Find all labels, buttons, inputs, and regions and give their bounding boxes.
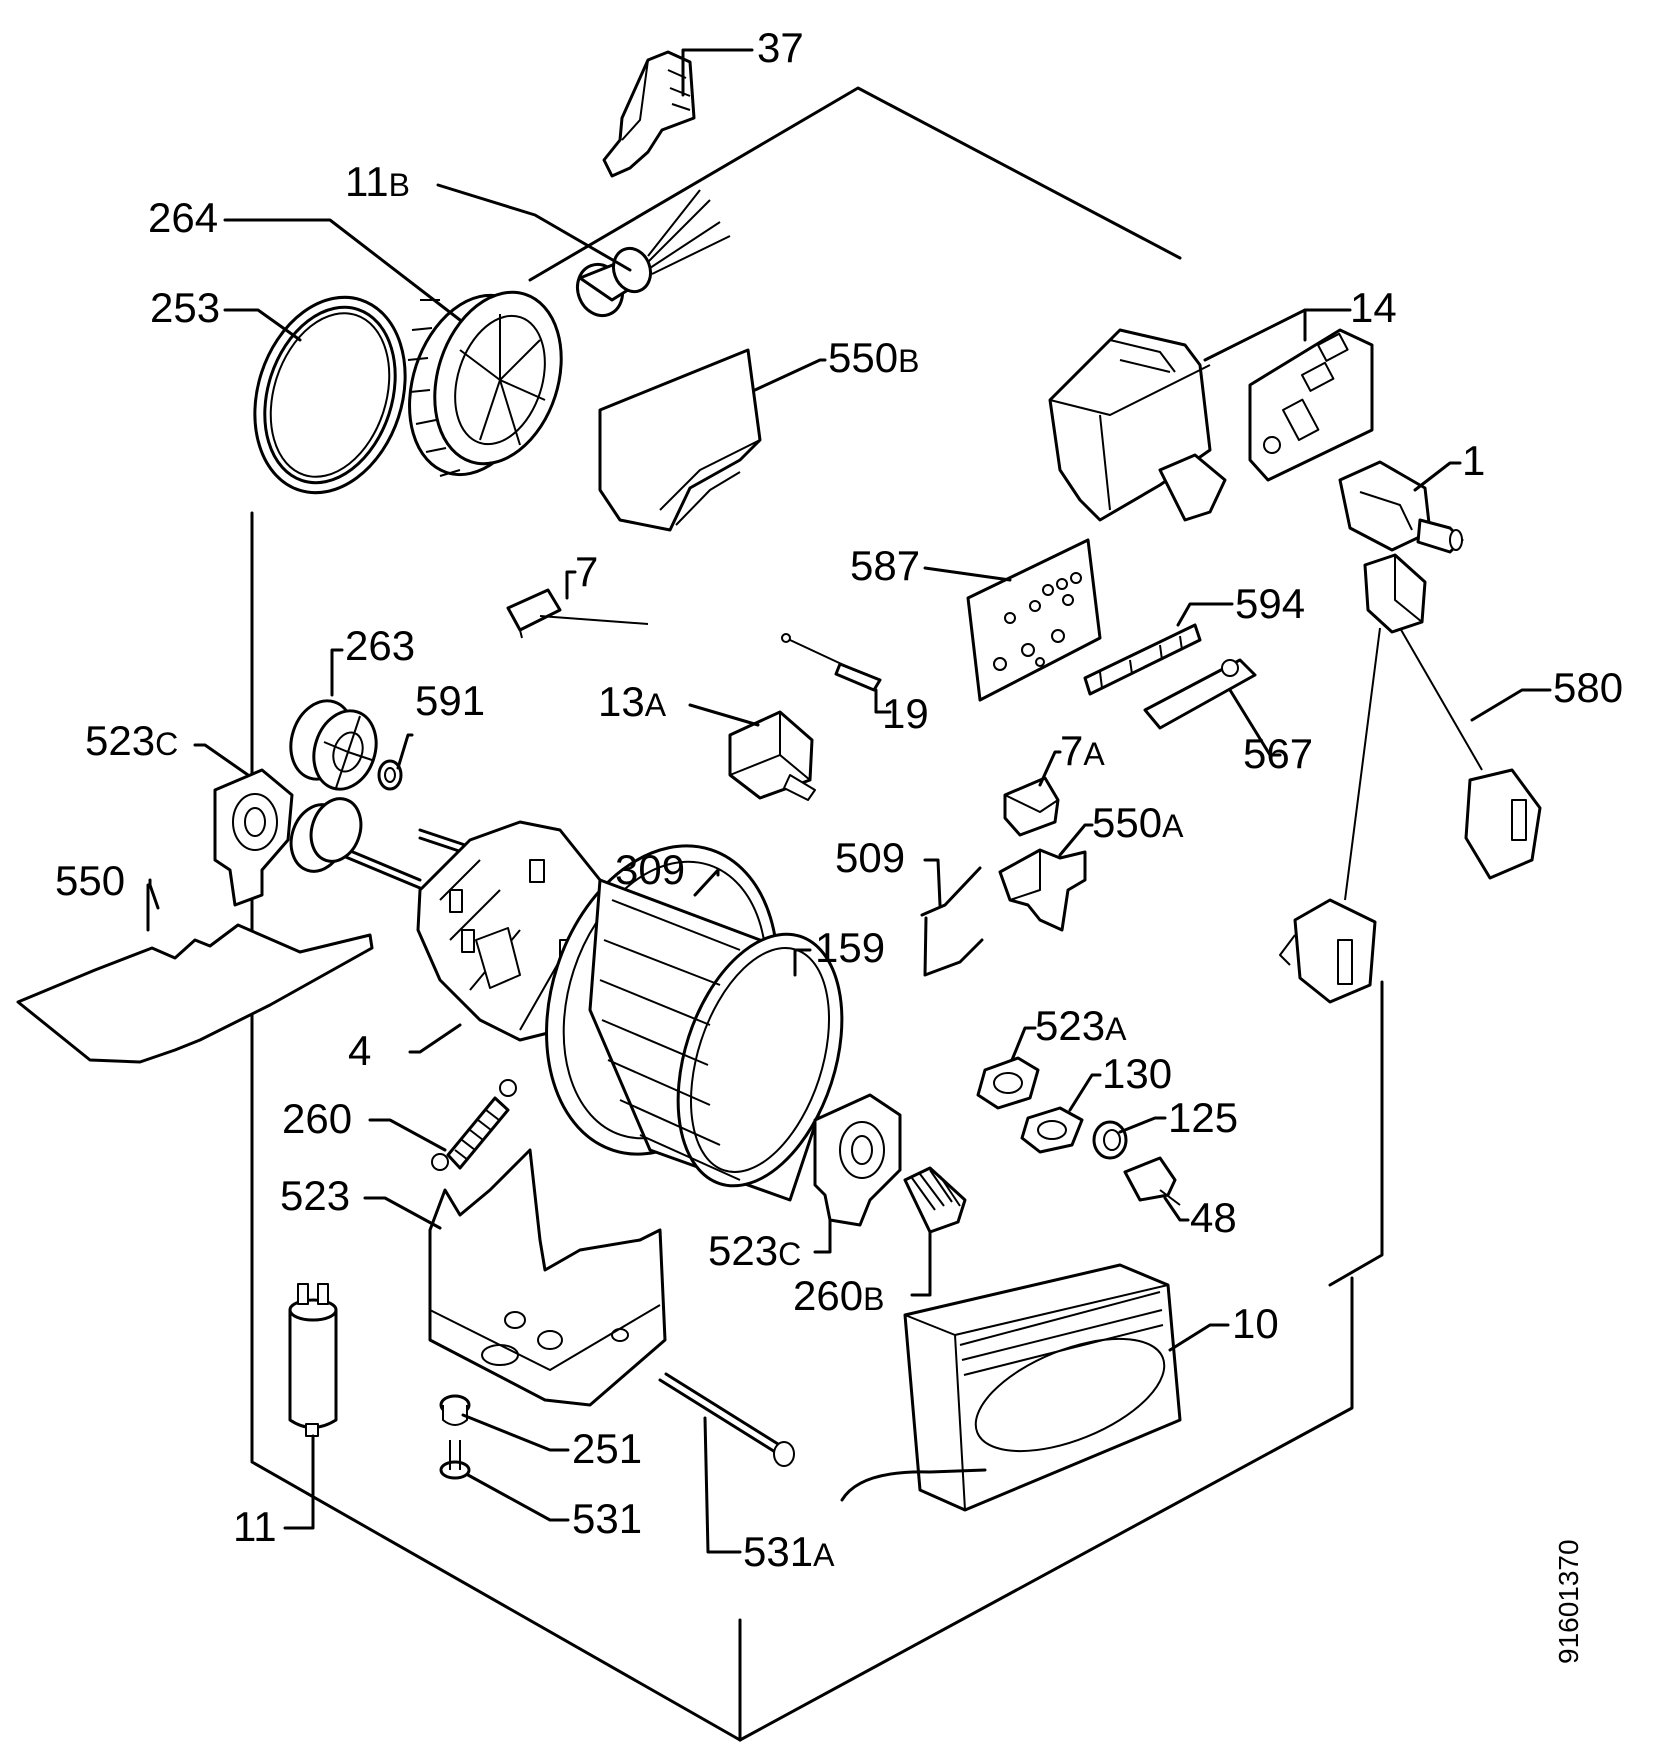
part-wire-509 <box>920 866 984 977</box>
label-253: 253 <box>150 284 220 331</box>
part-switch-assembly-580 <box>1279 553 1542 1004</box>
label-4: 4 <box>348 1027 371 1074</box>
part-microswitch-7 <box>506 588 649 639</box>
reference-number: 91601370 <box>1553 1539 1584 1664</box>
part-pulley-263 <box>289 699 378 791</box>
part-belt-253 <box>253 295 407 495</box>
part-capacitor-11 <box>288 1283 338 1437</box>
part-switch-1 <box>1338 460 1464 554</box>
part-bushing-125 <box>1092 1120 1128 1160</box>
part-sensor-19 <box>781 633 882 692</box>
part-module-14 <box>1048 328 1374 522</box>
label-10: 10 <box>1232 1300 1279 1347</box>
part-spring-260b <box>903 1166 967 1234</box>
part-heater-10 <box>840 1263 1182 1512</box>
label-523c-top: 523C <box>85 717 178 764</box>
part-washer-591 <box>377 759 403 791</box>
label-550: 550 <box>55 857 125 904</box>
label-550a: 550A <box>1092 799 1184 846</box>
label-509: 509 <box>835 834 905 881</box>
part-labels: 37 11B 264 253 550B 14 1 587 594 7 19 58… <box>55 24 1623 1575</box>
part-rod-531a <box>658 1372 795 1467</box>
label-260b: 260B <box>793 1272 884 1319</box>
part-pcb-587 <box>966 538 1102 702</box>
label-567: 567 <box>1243 730 1313 777</box>
label-37: 37 <box>757 24 804 71</box>
label-523a: 523A <box>1035 1002 1127 1049</box>
part-bracket-567 <box>1143 658 1257 730</box>
part-grommet-251 <box>439 1394 471 1426</box>
part-bracket-550a <box>998 848 1087 932</box>
label-125: 125 <box>1168 1094 1238 1141</box>
label-7a: 7A <box>1060 727 1105 774</box>
part-plate-523a <box>976 1056 1040 1110</box>
label-531a: 531A <box>743 1528 835 1575</box>
label-260: 260 <box>282 1095 352 1142</box>
label-263: 263 <box>345 622 415 669</box>
part-duct-550b <box>598 348 762 532</box>
label-13a: 13A <box>598 678 667 725</box>
leader-lines <box>146 48 1552 1554</box>
label-159: 159 <box>815 924 885 971</box>
part-bearing-523c-right <box>813 1093 902 1227</box>
part-switch-7a <box>1003 776 1060 837</box>
label-251: 251 <box>572 1425 642 1472</box>
label-550b: 550B <box>828 334 919 381</box>
part-bearing-523c-left <box>213 768 294 907</box>
part-connector-37 <box>602 50 696 178</box>
label-11b: 11B <box>345 158 410 205</box>
part-thermostat-48 <box>1123 1156 1181 1206</box>
label-48: 48 <box>1190 1194 1237 1241</box>
part-screw-531 <box>439 1440 471 1480</box>
label-523: 523 <box>280 1172 350 1219</box>
label-14: 14 <box>1350 284 1397 331</box>
part-fan-264 <box>407 290 563 477</box>
part-blower-159 <box>588 878 844 1202</box>
part-cover-550 <box>16 923 374 1064</box>
part-rail-594 <box>1083 623 1202 696</box>
label-587: 587 <box>850 542 920 589</box>
label-130: 130 <box>1102 1050 1172 1097</box>
cabinet-outline <box>250 86 1384 1742</box>
part-seal-130 <box>1020 1106 1084 1154</box>
label-309: 309 <box>615 846 685 893</box>
part-filter-13a <box>728 710 816 801</box>
label-591: 591 <box>415 677 485 724</box>
label-264: 264 <box>148 194 218 241</box>
label-7: 7 <box>575 548 598 595</box>
label-19: 19 <box>882 690 929 737</box>
label-11: 11 <box>233 1503 277 1550</box>
part-spring-260 <box>431 1079 517 1171</box>
label-531: 531 <box>572 1495 642 1542</box>
label-1: 1 <box>1462 437 1485 484</box>
part-capacitor-11b <box>575 189 731 318</box>
label-594: 594 <box>1235 580 1305 627</box>
label-523c-bottom: 523C <box>708 1227 801 1274</box>
label-580: 580 <box>1553 664 1623 711</box>
part-cradle-523 <box>428 1148 667 1407</box>
